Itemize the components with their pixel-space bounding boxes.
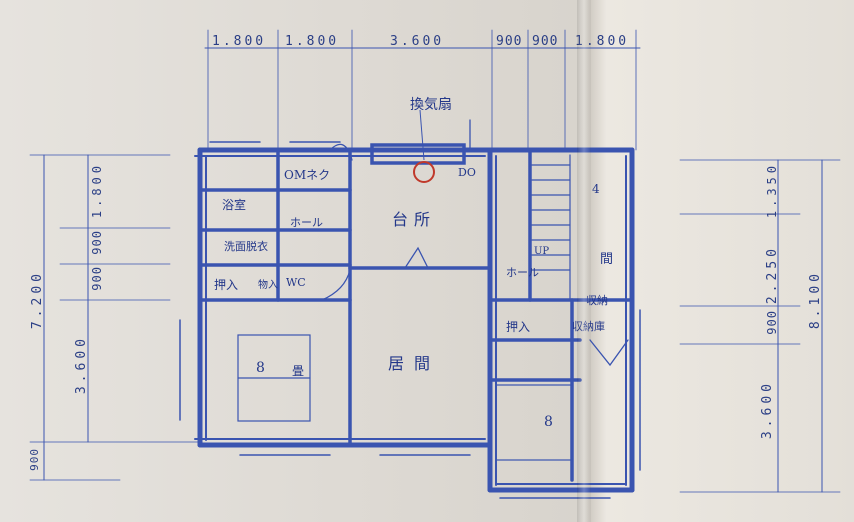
label-washitsu2-num: 8	[544, 414, 553, 430]
top-dim-2: 1.800	[285, 34, 340, 49]
outer-walls	[197, 147, 635, 493]
right-dim-1: 1.350	[765, 162, 779, 219]
label-wash: 洗面脱衣	[224, 240, 268, 253]
label-room-right-top: 4	[592, 182, 600, 196]
label-living: 居間	[388, 354, 441, 373]
label-hall-right: ホール	[506, 266, 539, 279]
label-washitsu: 畳	[292, 364, 305, 378]
label-room-right-2: 間	[600, 252, 614, 267]
label-do: DO	[458, 166, 476, 179]
window-marks	[179, 141, 641, 499]
label-storage-right-2: 収納庫	[572, 318, 605, 334]
left-dim-4: 3.600	[74, 335, 89, 395]
label-toilet: WC	[286, 276, 306, 289]
staircase	[531, 154, 571, 301]
door-swings	[321, 119, 629, 367]
label-bath: 浴室	[222, 198, 247, 212]
interior-walls	[198, 148, 634, 482]
fan-marker-icon	[413, 161, 435, 183]
right-dim-total: 8.100	[808, 270, 823, 330]
top-dim-1: 1.800	[212, 34, 267, 49]
top-dim-4: 900	[496, 34, 523, 49]
label-oshiire-left: 押入	[214, 278, 239, 292]
label-fan: 換気扇	[410, 97, 452, 113]
label-washitsu-num: 8	[256, 360, 265, 376]
label-kitchen: 台所	[392, 210, 437, 229]
left-dim-2: 900	[90, 230, 104, 255]
left-dim-bottom: 900	[28, 448, 41, 471]
right-dim-3: 900	[765, 310, 779, 335]
label-closet-small: 物入	[258, 280, 278, 291]
top-dim-3: 3.600	[390, 34, 445, 49]
fan-leader-line	[419, 109, 425, 161]
left-dim-1: 1.800	[90, 162, 104, 219]
label-storage-right: 収納	[586, 294, 608, 307]
paper-fold-shadow	[577, 0, 591, 522]
right-dim-4: 3.600	[760, 380, 775, 440]
tatami-layout	[237, 334, 573, 461]
left-dim-total: 7.200	[30, 270, 45, 330]
label-om: OMネク	[284, 168, 331, 182]
left-dim-3: 900	[90, 266, 104, 291]
label-hall-top: ホール	[290, 216, 323, 229]
top-dim-5: 900	[532, 34, 559, 49]
label-up: UP	[534, 246, 550, 257]
right-dim-2: 2.250	[765, 245, 780, 305]
label-oshiire-right: 押入	[506, 320, 531, 334]
top-dim-6: 1.800	[575, 34, 630, 49]
